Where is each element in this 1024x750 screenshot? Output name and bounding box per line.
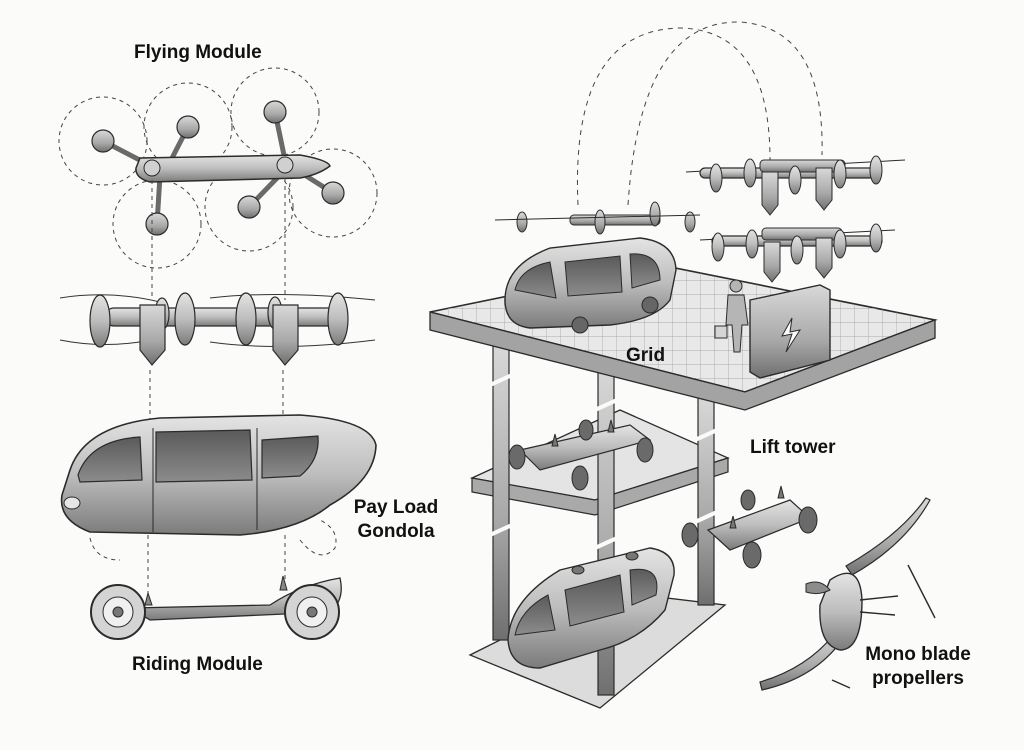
- assembly-guides: [89, 178, 337, 595]
- label-payload-line1: Pay Load: [353, 497, 439, 518]
- flying-module-side-view: [59, 292, 376, 366]
- flying-module-top-view: [58, 67, 378, 269]
- person-figure: [714, 279, 749, 353]
- charging-station: [749, 284, 831, 379]
- riding-module: [90, 575, 342, 640]
- flight-path-arcs: [576, 21, 823, 206]
- flying-module-hover-lower: [699, 223, 896, 283]
- label-grid: Grid: [626, 345, 666, 366]
- riding-module-parked: [508, 419, 654, 491]
- label-payload-line2: Gondola: [357, 521, 435, 542]
- label-mono-line2: propellers: [872, 668, 964, 689]
- lift-tower: [429, 264, 938, 709]
- label-mono-line1: Mono blade: [865, 644, 971, 665]
- mono-blade-propeller: [759, 497, 936, 691]
- gondola-lower-floor: [507, 547, 675, 669]
- riding-module-moving: [681, 485, 818, 569]
- payload-gondola: [60, 414, 377, 536]
- label-flying-module: Flying Module: [134, 42, 262, 63]
- label-riding-module: Riding Module: [132, 654, 263, 675]
- flying-module-hover-upper: [685, 155, 906, 216]
- label-lift-tower: Lift tower: [750, 437, 836, 458]
- docked-vehicle-top: [494, 201, 701, 334]
- lightning-bolt-icon: [781, 317, 802, 353]
